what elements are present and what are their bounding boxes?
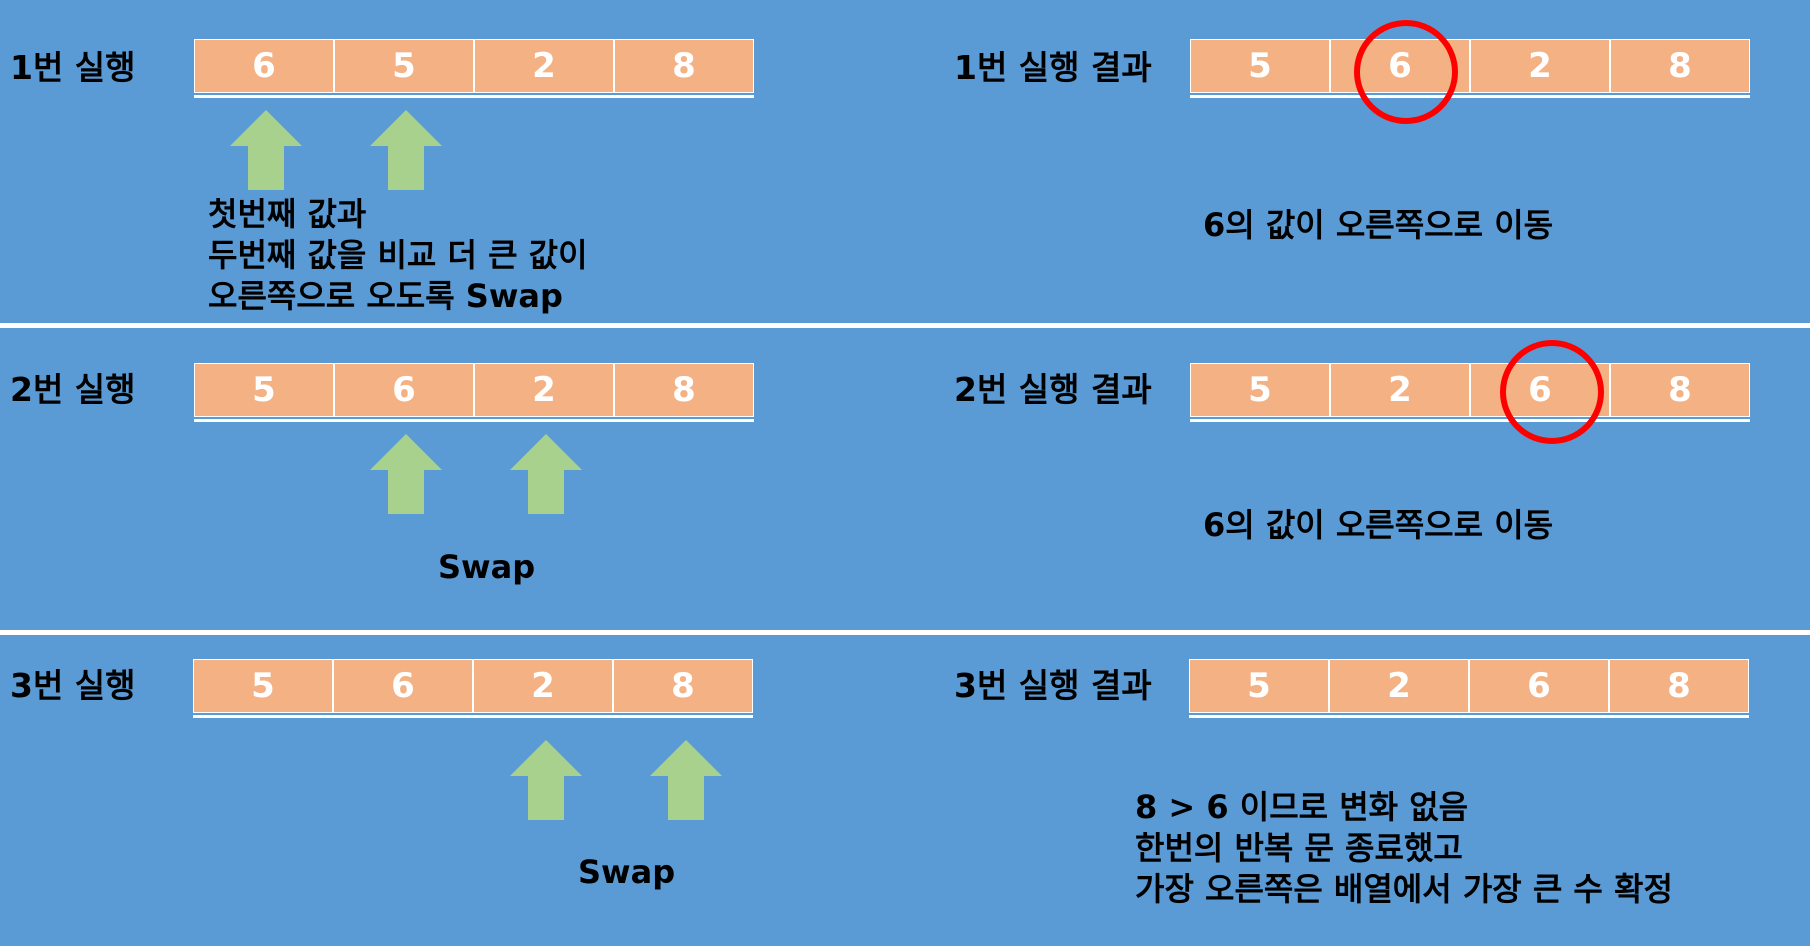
note-line: 한번의 반복 문 종료했고 [1135,829,1463,867]
note-line: 가장 오른쪽은 배열에서 가장 큰 수 확정 [1135,870,1673,908]
step-note-right-2: 6의 값이 오른쪽으로 이동 [1203,505,1553,546]
array-cell: 8 [1610,363,1750,417]
row-divider [0,323,1810,328]
up-arrow-icon [510,740,582,820]
array-cell: 5 [194,363,334,417]
output-array-3: 5 2 6 8 [1189,659,1749,718]
array-cell: 2 [1470,39,1610,93]
array-cell: 5 [1190,363,1330,417]
array-cell: 8 [613,659,753,713]
array-cell: 6 [333,659,473,713]
array-cell: 6 [1469,659,1609,713]
array-cell: 2 [474,363,614,417]
highlight-circle [1500,340,1604,444]
run-label-1: 1번 실행 [10,48,136,87]
highlight-circle [1354,20,1458,124]
up-arrow-icon [370,110,442,190]
step-note-left-3: Swap [578,852,675,893]
array-cell: 8 [614,363,754,417]
output-array-2: 5 2 6 8 [1190,363,1750,422]
note-line: 두번째 값을 비교 더 큰 값이 [208,236,588,274]
note-line: 첫번째 값과 [208,195,367,233]
input-array-1: 6 5 2 8 [194,39,754,98]
array-cell: 8 [1609,659,1749,713]
array-cell: 6 [334,363,474,417]
note-line: 오른쪽으로 오도록 Swap [208,277,563,315]
up-arrow-icon [510,434,582,514]
array-cell: 8 [1610,39,1750,93]
array-cell: 8 [614,39,754,93]
note-line: Swap [438,548,536,586]
step-note-left-1: 첫번째 값과 두번째 값을 비교 더 큰 값이 오른쪽으로 오도록 Swap [208,194,588,317]
run-label-3: 3번 실행 [10,666,136,705]
note-line: Swap [578,853,676,891]
array-cell: 5 [1189,659,1329,713]
array-cell: 5 [334,39,474,93]
array-cell: 6 [194,39,334,93]
array-cell: 2 [473,659,613,713]
array-cell: 5 [1190,39,1330,93]
up-arrow-icon [370,434,442,514]
run-label-2: 2번 실행 [10,370,136,409]
input-array-2: 5 6 2 8 [194,363,754,422]
step-note-left-2: Swap [438,547,535,588]
up-arrow-icon [230,110,302,190]
note-line: 6의 값이 오른쪽으로 이동 [1203,206,1554,244]
step-note-right-1: 6의 값이 오른쪽으로 이동 [1203,205,1553,246]
result-label-1: 1번 실행 결과 [954,48,1152,87]
result-label-2: 2번 실행 결과 [954,370,1152,409]
row-divider [0,630,1810,635]
step-note-right-3: 8 > 6 이므로 변화 없음 한번의 반복 문 종료했고 가장 오른쪽은 배열… [1135,787,1673,910]
array-cell: 2 [474,39,614,93]
note-line: 6의 값이 오른쪽으로 이동 [1203,506,1554,544]
result-label-3: 3번 실행 결과 [954,666,1152,705]
note-line: 8 > 6 이므로 변화 없음 [1135,788,1469,826]
up-arrow-icon [650,740,722,820]
array-cell: 2 [1330,363,1470,417]
array-cell: 5 [193,659,333,713]
output-array-1: 5 6 2 8 [1190,39,1750,98]
input-array-3: 5 6 2 8 [193,659,753,718]
array-cell: 2 [1329,659,1469,713]
